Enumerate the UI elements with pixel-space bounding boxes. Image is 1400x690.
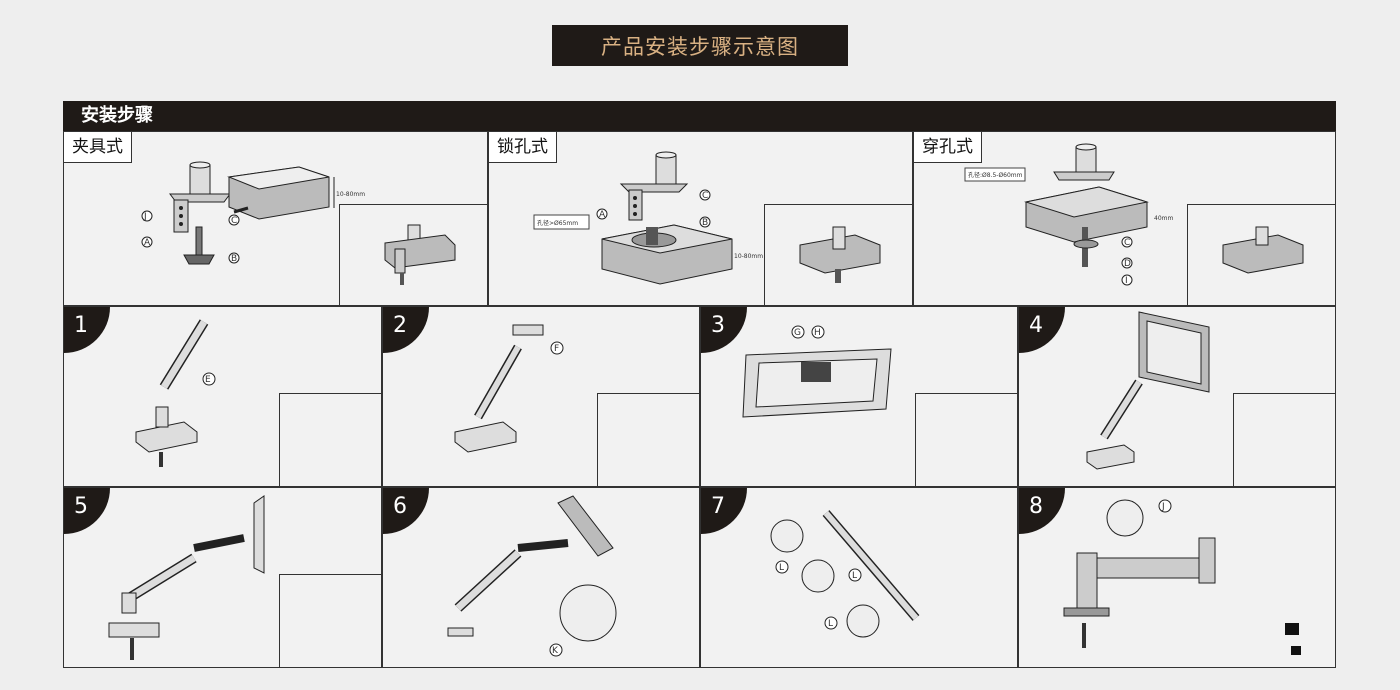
- lockhole-inset: [764, 204, 912, 305]
- step-2-illustration: F: [454, 324, 564, 453]
- lockhole-dim-label: 10-80mm: [734, 253, 763, 260]
- part-label: J: [1161, 502, 1165, 512]
- step-panel-6: K 6: [382, 487, 700, 668]
- part-label: D: [1124, 259, 1131, 269]
- lockhole-hole-label: 孔径>Ø65mm: [537, 219, 578, 227]
- part-label: G: [794, 328, 801, 338]
- step-panel-2: F 2: [382, 306, 700, 487]
- step-panel-1: E 1: [63, 306, 382, 487]
- throughhole-hole-label: 孔径:Ø8.5-Ø60mm: [968, 171, 1023, 179]
- part-label: C: [1124, 238, 1130, 248]
- step-7-illustration: L L L: [770, 510, 920, 638]
- part-label: C: [231, 216, 237, 226]
- page-banner-title: 产品安装步骤示意图: [552, 25, 848, 66]
- part-label: C: [702, 191, 708, 201]
- step-5-inset: [279, 574, 381, 667]
- step-1-inset: [279, 393, 381, 486]
- clamp-inset: [339, 204, 487, 305]
- part-label: L: [779, 563, 784, 573]
- part-label: L: [852, 571, 857, 581]
- throughhole-inset: [1187, 204, 1335, 305]
- step-number-badge: 5: [64, 488, 110, 534]
- throughhole-dim-label: 40mm: [1154, 215, 1173, 222]
- throughhole-illustration: 孔径:Ø8.5-Ø60mm 40mm C D I: [964, 143, 1173, 286]
- step-panel-8: J 8: [1018, 487, 1336, 668]
- part-label: L: [828, 619, 833, 629]
- step-2-inset: [597, 393, 699, 486]
- mount-type-clamp-label: 夹具式: [64, 132, 132, 163]
- step-1-illustration: E: [135, 319, 216, 467]
- section-title: 安装步骤: [63, 101, 1336, 131]
- step-3-inset: [915, 393, 1017, 486]
- step-panel-5: 5: [63, 487, 382, 668]
- mount-panel-clamp: 10-80mm J C A B 夹具式: [63, 131, 488, 306]
- part-label: I: [1125, 276, 1128, 286]
- lockhole-illustration: 孔径>Ø65mm 10-80mm A C B: [533, 151, 763, 285]
- step-panel-7: L L L 7: [700, 487, 1018, 668]
- part-label: F: [554, 344, 559, 354]
- part-label: H: [814, 328, 821, 338]
- step-number-badge: 6: [383, 488, 429, 534]
- part-label: A: [144, 238, 151, 248]
- part-label: B: [231, 254, 237, 264]
- clamp-illustration: 10-80mm J C A B: [141, 161, 365, 265]
- step-4-inset: [1233, 393, 1335, 486]
- part-label: K: [552, 646, 559, 656]
- mount-panel-lockhole: 孔径>Ø65mm 10-80mm A C B 锁孔式: [488, 131, 913, 306]
- part-label: J: [143, 212, 147, 222]
- mount-panel-throughhole: 孔径:Ø8.5-Ø60mm 40mm C D I 穿孔式: [913, 131, 1336, 306]
- mount-type-lockhole-label: 锁孔式: [489, 132, 557, 163]
- step-number-badge: 8: [1019, 488, 1065, 534]
- step-panel-3: G H 3: [700, 306, 1018, 487]
- step-5-illustration: [108, 495, 265, 660]
- part-label: A: [599, 210, 606, 220]
- mount-type-throughhole-label: 穿孔式: [914, 132, 982, 163]
- step-4-illustration: [1086, 311, 1210, 470]
- part-label: E: [205, 375, 211, 385]
- step-8-illustration: J: [1063, 499, 1301, 655]
- step-panel-4: 4: [1018, 306, 1336, 487]
- step-3-illustration: G H: [742, 325, 892, 418]
- clamp-dim-label: 10-80mm: [336, 191, 365, 198]
- step-6-illustration: K: [447, 495, 617, 657]
- part-label: B: [702, 218, 708, 228]
